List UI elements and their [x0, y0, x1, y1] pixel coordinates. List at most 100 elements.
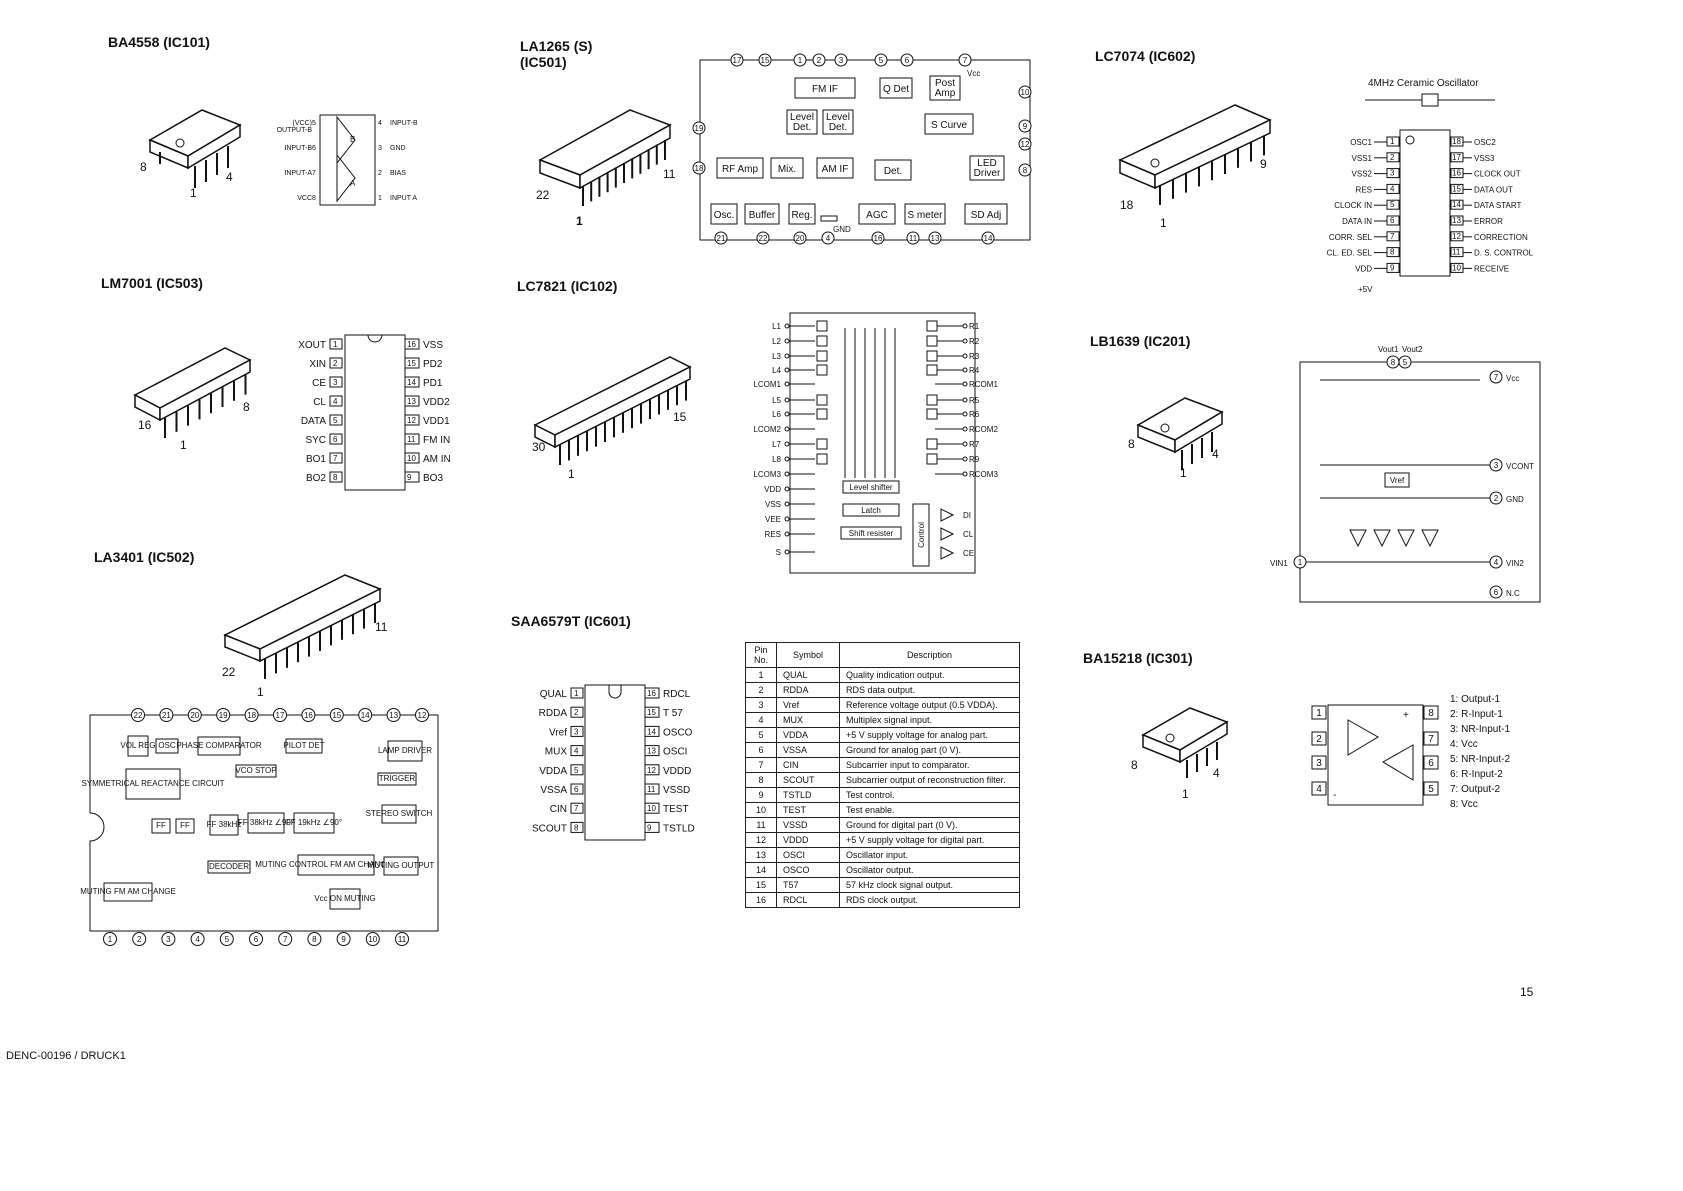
symbol-header: Symbol: [776, 642, 840, 668]
lc7821-left-pin-label: L1: [772, 322, 781, 331]
saa6579t-right-pin-label: TEST: [663, 804, 689, 815]
lc7074-pin-9: 9: [1260, 157, 1267, 171]
lc7821-right-pin-label: RCOM2: [969, 425, 998, 434]
document-footer: DENC-00196 / DRUCK1: [6, 1050, 126, 1062]
lb1639-right-pin-label: VIN2: [1506, 559, 1524, 568]
la3401-top-pin: 22: [134, 711, 143, 720]
lc7821-right-pin-label: RCOM1: [969, 380, 998, 389]
lc7074-osc-label: 4MHz Ceramic Oscillator: [1368, 78, 1479, 89]
ba4558-left-pin-label: INPUT-B: [284, 145, 312, 152]
lc7074-left-pin-label: CLOCK IN: [1334, 201, 1372, 210]
lc7074-supply: +5V: [1358, 285, 1373, 294]
ba15218-legend-item: 6: R-Input-2: [1450, 769, 1503, 780]
lc7821-pin-15: 15: [673, 410, 687, 424]
lm7001-left-num: 2: [333, 359, 338, 368]
saa6579t-left-pin-label: SCOUT: [532, 823, 567, 834]
la3401-block-label: TRIGGER: [379, 774, 416, 783]
ba15218-pin-4: 4: [1213, 766, 1220, 780]
lc7074-right-num: 12: [1452, 232, 1461, 241]
la1265-block-label: Level: [826, 112, 850, 123]
la3401-block-label: DECODER: [209, 862, 249, 871]
ba4558-left-num: 5: [312, 120, 316, 127]
ba4558-right-pin-label: BIAS: [390, 170, 406, 177]
lb1639-right-pin: 4: [1494, 558, 1499, 567]
lc7821-left-pin-label: L8: [772, 455, 781, 464]
lc7074-right-num: 15: [1452, 184, 1461, 193]
ba15218-legend-item: 2: R-Input-1: [1450, 709, 1503, 720]
la3401-bottom-pin: 7: [283, 935, 288, 944]
lb1639-top-pin: 5: [1403, 358, 1408, 367]
ba4558-title: BA4558 (IC101): [108, 34, 210, 50]
lm7001-title: LM7001 (IC503): [101, 275, 203, 291]
la3401-bottom-pin: 9: [341, 935, 346, 944]
description-cell: Reference voltage output (0.5 VDDA).: [839, 697, 1020, 713]
la3401-bottom-pin: 8: [312, 935, 317, 944]
lc7074-right-pin-label: RECEIVE: [1474, 264, 1509, 273]
lc7074-left-pin-label: DATA IN: [1342, 217, 1372, 226]
ba15218-pin-8: 8: [1131, 758, 1138, 772]
saa6579t-left-num: 3: [574, 727, 579, 736]
ba15218-plus: +: [1403, 710, 1409, 721]
lb1639-vref: Vref: [1390, 476, 1405, 485]
pin-no-cell: 7: [745, 757, 777, 773]
la1265-vcc: Vcc: [967, 69, 980, 78]
ba15218-right-pin: 5: [1428, 784, 1434, 795]
saa6579t-left-pin-label: Vref: [549, 727, 567, 738]
pin-no-cell: 11: [745, 817, 777, 833]
la3401-block-label: Vcc ON MUTING: [314, 894, 375, 903]
saa6579t-right-num: 14: [647, 727, 656, 736]
la1265-top-pin: 1: [798, 56, 803, 65]
lb1639-pin-8: 8: [1128, 437, 1135, 451]
ba4558-pin-1: 1: [190, 186, 197, 200]
ba15218-package-drawing: [1141, 707, 1229, 778]
lc7074-right-pin-label: CORRECTION: [1474, 233, 1528, 242]
ba15218-left-pin: 1: [1316, 708, 1322, 719]
description-cell: Test enable.: [839, 802, 1020, 818]
la1265-block-label: FM IF: [812, 84, 838, 95]
lm7001-right-pin-label: BO3: [423, 473, 443, 484]
symbol-cell: RDCL: [776, 892, 840, 908]
lc7821-right-pin-label: R9: [969, 455, 980, 464]
symbol-cell: TSTLD: [776, 787, 840, 803]
saa6579t-left-num: 2: [574, 708, 579, 717]
pin-no-header: Pin No.: [745, 642, 777, 668]
ba4558-left-pin-label: VCC: [297, 195, 312, 202]
la3401-block-label: PILOT DET: [283, 741, 324, 750]
la1265-block-label: S Curve: [931, 120, 968, 131]
description-header: Description: [839, 642, 1020, 668]
la1265-bottom-pin: 22: [759, 234, 768, 243]
la1265-block-label: Driver: [974, 168, 1001, 179]
description-cell: Quality indication output.: [839, 667, 1020, 683]
la3401-block-label: MUTING CONTROL FM AM CHANGE OVER: [255, 860, 417, 869]
lc7074-left-num: 9: [1390, 263, 1395, 272]
saa6579t-right-pin-label: RDCL: [663, 689, 691, 700]
ba4558-right-num: 2: [378, 170, 382, 177]
la3401-pin-22: 22: [222, 665, 236, 679]
lb1639-left-pin-label: VIN1: [1270, 559, 1288, 568]
symbol-cell: RDDA: [776, 682, 840, 698]
lc7074-right-pin-label: CLOCK OUT: [1474, 170, 1521, 179]
la3401-top-pin: 15: [332, 711, 341, 720]
ba15218-minus: -: [1333, 790, 1336, 801]
la1265-top-pin: 17: [733, 56, 742, 65]
la1265-block-label: SD Adj: [971, 210, 1002, 221]
pin-no-cell: 15: [745, 877, 777, 893]
lc7074-left-pin-label: RES: [1356, 185, 1372, 194]
saa6579t-right-pin-label: OSCO: [663, 727, 693, 738]
la1265-block-label: Amp: [935, 88, 956, 99]
lb1639-left-pin: 1: [1298, 558, 1303, 567]
la1265-block-label: Level: [790, 112, 814, 123]
lm7001-right-pin-label: VDD1: [423, 416, 450, 427]
la1265-left-pin: 18: [695, 164, 704, 173]
la3401-top-pin: 13: [389, 711, 398, 720]
la1265-bottom-pin: 20: [796, 234, 805, 243]
lc7821-pin-1: 1: [568, 467, 575, 481]
ba15218-legend-item: 3: NR-Input-1: [1450, 724, 1511, 735]
ba4558-left-num: 6: [312, 145, 316, 152]
saa6579t-right-pin-label: VDDD: [663, 766, 691, 777]
page-number: 15: [1520, 985, 1534, 999]
